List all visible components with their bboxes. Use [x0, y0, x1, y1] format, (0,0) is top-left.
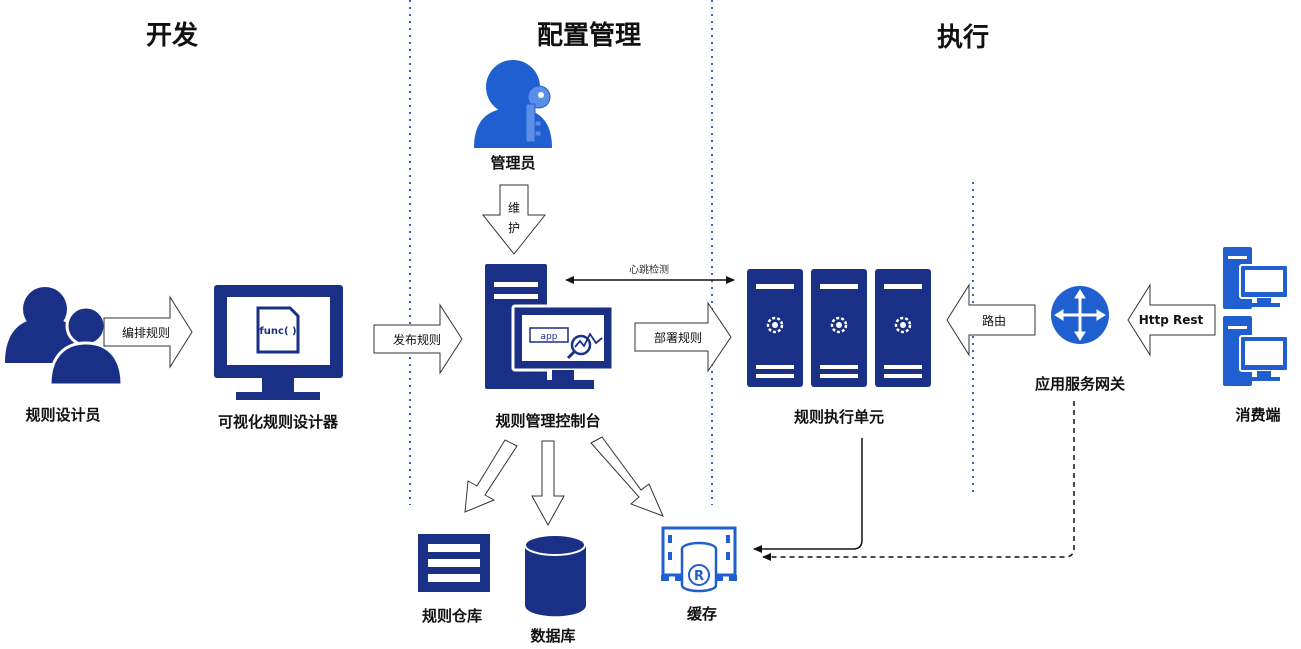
route-arrow: 路由 [946, 283, 1036, 357]
pc-bottom [1223, 316, 1289, 386]
cache-r-glyph: R [694, 569, 704, 584]
server-rack-icon [747, 269, 931, 387]
cache-icon: R [661, 526, 737, 593]
console-icon: app [485, 264, 615, 389]
heartbeat-label: 心跳检测 [629, 263, 669, 276]
users-icon [5, 287, 124, 387]
cache-label: 缓存 [687, 605, 717, 623]
func-icon-label: func( ) [259, 326, 296, 337]
http-arrow-label: Http Rest [1139, 313, 1204, 327]
to-db-arrow [531, 440, 565, 527]
designer-user-label: 规则设计员 [25, 406, 100, 424]
http-arrow: Http Rest [1127, 283, 1216, 357]
gateway-to-cache-arrow [762, 401, 1075, 561]
database-icon [524, 534, 586, 617]
consumer-icon [1223, 247, 1289, 386]
maintain-label-2: 护 [508, 221, 520, 235]
admin-icon [474, 60, 552, 148]
to-cache-arrow [590, 436, 664, 517]
exec-to-cache-arrow [753, 438, 863, 553]
deploy-arrow-label: 部署规则 [654, 330, 702, 345]
compose-arrow: 编排规则 [103, 295, 193, 369]
deploy-arrow: 部署规则 [634, 301, 732, 373]
gateway-icon [1051, 286, 1109, 344]
section-dev-title: 开发 [146, 20, 198, 51]
maintain-arrow: 维 护 [481, 184, 547, 255]
database-label: 数据库 [530, 627, 575, 645]
admin-label: 管理员 [490, 154, 535, 172]
maintain-label-1: 维 [508, 201, 520, 215]
exec-unit-label: 规则执行单元 [794, 408, 884, 426]
server-1 [747, 269, 803, 387]
gateway-label: 应用服务网关 [1035, 375, 1125, 393]
console-label: 规则管理控制台 [495, 412, 600, 430]
repository-icon [418, 534, 490, 592]
repo-label: 规则仓库 [422, 607, 482, 625]
consumer-label: 消费端 [1235, 406, 1280, 424]
publish-arrow-label: 发布规则 [393, 332, 441, 347]
section-config-title: 配置管理 [537, 21, 641, 51]
pc-top [1223, 247, 1289, 309]
server-2 [811, 269, 867, 387]
section-exec-title: 执行 [937, 22, 989, 53]
compose-arrow-label: 编排规则 [122, 325, 170, 340]
route-arrow-label: 路由 [982, 313, 1006, 328]
publish-arrow: 发布规则 [373, 303, 463, 375]
to-repo-arrow [464, 439, 518, 513]
visual-designer-label: 可视化规则设计器 [218, 413, 339, 431]
heartbeat-arrow: 心跳检测 [565, 263, 735, 284]
app-icon-label: app [541, 332, 558, 342]
server-3 [875, 269, 931, 387]
monitor-icon: func( ) [214, 285, 343, 400]
